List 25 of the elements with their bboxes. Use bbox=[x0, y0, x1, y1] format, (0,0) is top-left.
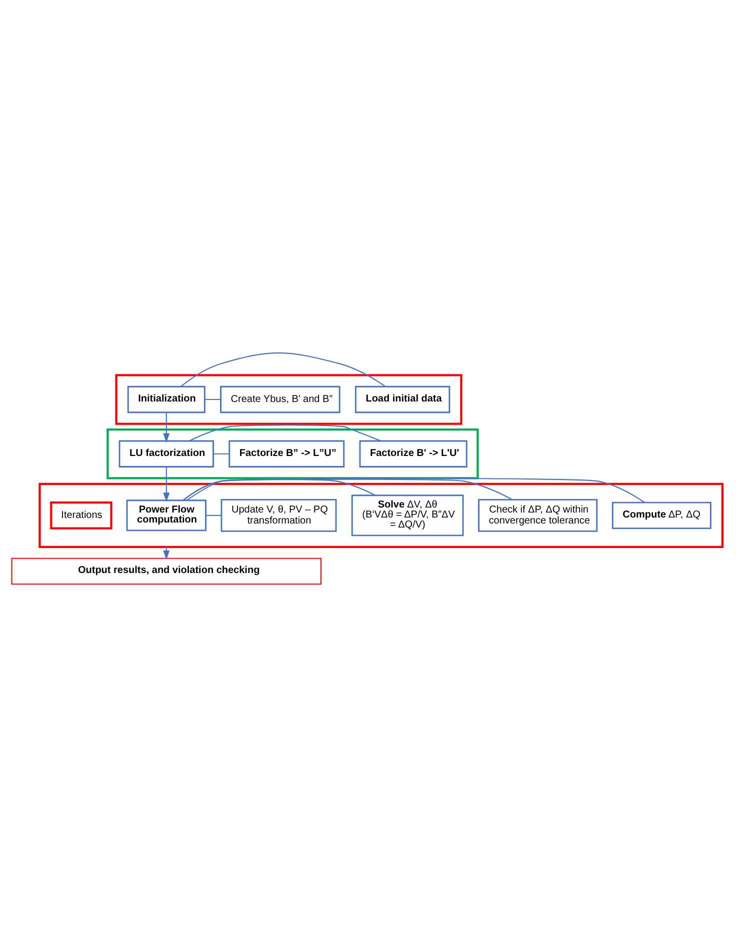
node-box: Factorize B' -> L'U' bbox=[359, 440, 468, 468]
node-box: Update V, θ, PV – PQ transformation bbox=[220, 498, 337, 532]
node-box: Factorize B” -> L”U” bbox=[228, 440, 345, 468]
connector bbox=[204, 398, 221, 400]
node-box: Check if ΔP, ΔQ within convergence tolerance bbox=[478, 498, 598, 532]
connector bbox=[182, 478, 645, 503]
node-box: Compute ΔP, ΔQ bbox=[612, 502, 712, 530]
connector bbox=[180, 352, 386, 387]
node-box: Initialization bbox=[127, 386, 206, 414]
node-box: Iterations bbox=[50, 501, 112, 530]
arrow bbox=[163, 412, 170, 443]
cluster bbox=[38, 482, 724, 548]
connector bbox=[206, 514, 222, 516]
node-box: Load initial data bbox=[354, 386, 450, 414]
node-box: LU factorization bbox=[118, 440, 214, 468]
cluster bbox=[115, 374, 462, 425]
node-box: Solve ΔV, Δθ (B‘VΔθ = ΔP/V, B”ΔV = ΔQ/V) bbox=[351, 494, 464, 536]
connector bbox=[213, 453, 230, 454]
node-box: Create Ybus, B’ and B” bbox=[220, 386, 340, 414]
connector bbox=[182, 478, 512, 501]
node-box: Power Flow computation bbox=[126, 500, 206, 532]
connector bbox=[186, 478, 376, 501]
arrow bbox=[163, 467, 170, 502]
cluster bbox=[106, 428, 479, 480]
node-box: Output results, and violation checking bbox=[11, 558, 322, 585]
